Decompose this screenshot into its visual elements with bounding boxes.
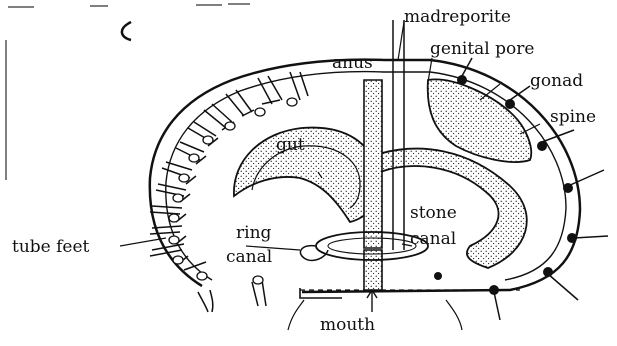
mouth-arrow [367, 290, 377, 312]
label-anus: anus [332, 53, 373, 73]
label-mouth: mouth [320, 315, 375, 335]
esophagus [364, 250, 382, 290]
label-genital-pore: genital pore [430, 39, 534, 59]
label-tube-feet: tube feet [12, 237, 90, 257]
label-spine: spine [550, 107, 596, 127]
label-ring-canal-line2: canal [226, 247, 272, 267]
label-madreporite: madreporite [404, 7, 511, 27]
gut-loop [234, 128, 378, 222]
label-stone-canal-line2: canal [410, 229, 456, 249]
scan-artifacts [6, 4, 250, 180]
tube-feet-group [150, 72, 308, 312]
label-ring-canal-line1: ring [236, 223, 272, 243]
label-stone-canal-line1: stone [410, 203, 457, 223]
cropped-letter [122, 22, 131, 40]
intestine-tube [364, 80, 382, 248]
label-gonad: gonad [530, 71, 583, 91]
label-gut: gut [276, 135, 305, 155]
